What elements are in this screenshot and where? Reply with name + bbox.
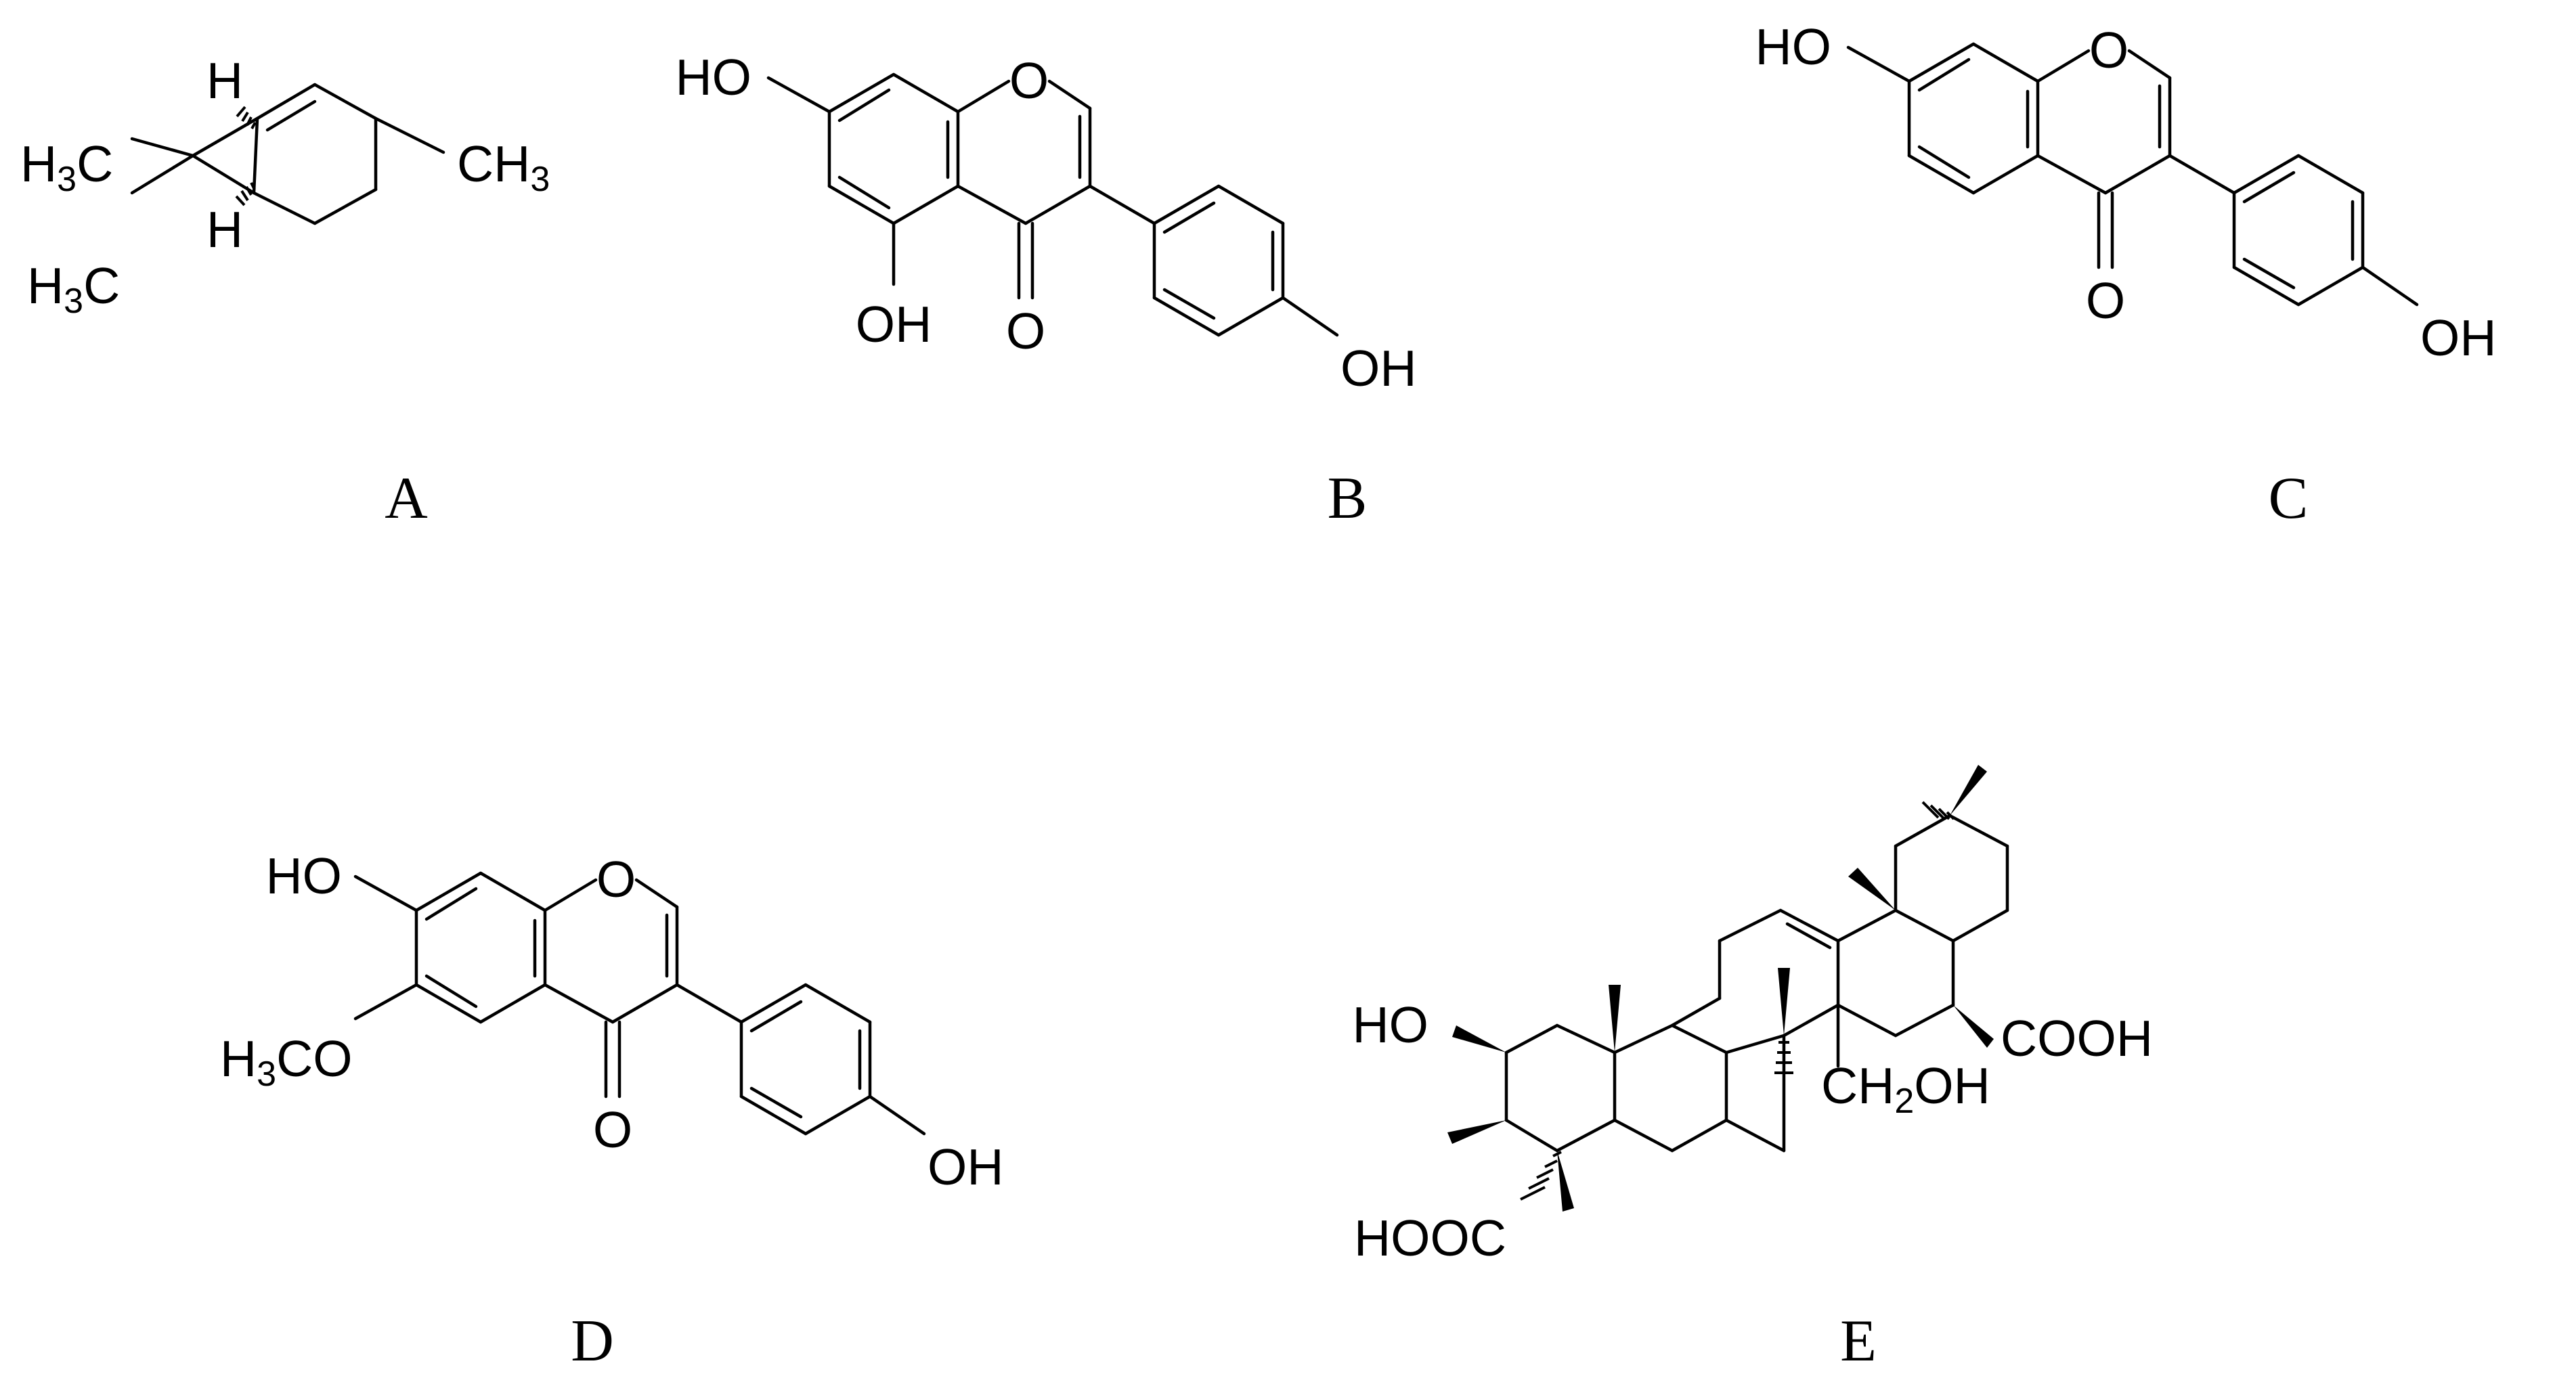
structure-c-hydroxyl-right: OH (2420, 309, 2497, 366)
structure-b: HO O OH O OH B (676, 49, 1417, 531)
structure-e-bonds (1504, 814, 2009, 1153)
structure-a-methyl-left-top: H3C (20, 135, 113, 199)
structure-a-h-bottom: H (206, 201, 243, 258)
structure-e-acid-left: HOOC (1354, 1210, 1506, 1266)
caption-c: C (2269, 466, 2309, 531)
structure-e-hydroxymethyl: CH2OH (1821, 1057, 1990, 1121)
caption-d: D (571, 1308, 614, 1374)
structure-a-bonds (130, 83, 445, 225)
structure-e-hydroxyl: HO (1353, 996, 1429, 1053)
structure-b-hydroxyl-bottom: OH (856, 296, 932, 353)
structure-d-bonds (353, 871, 926, 1136)
structure-a-methyl-left-bottom: H3C (27, 257, 120, 321)
structure-d-hydroxyl-left: HO (266, 847, 343, 904)
structure-c-hydroxyl-left: HO (1755, 18, 1832, 75)
structure-b-hydroxyl-right: OH (1340, 340, 1417, 397)
structure-e: HO COOH CH2OH HOOC E (1353, 765, 2153, 1374)
structure-b-carbonyl-oxygen: O (1006, 303, 1045, 359)
structure-d: HO O H3CO O OH D (220, 847, 1004, 1374)
structure-a-h-top: H (206, 52, 243, 109)
structure-b-ring-oxygen: O (1009, 52, 1049, 109)
structure-c-ring-oxygen: O (2089, 22, 2129, 79)
structure-c-carbonyl-oxygen: O (2086, 272, 2125, 329)
structure-b-hydroxyl-left: HO (676, 49, 752, 106)
caption-e: E (1840, 1308, 1877, 1374)
structure-a-stereo-bonds (235, 106, 257, 206)
structure-e-stereo-bonds (1447, 765, 1994, 1212)
structure-d-ring-oxygen: O (596, 851, 636, 908)
structure-c: HO O O OH C (1755, 18, 2497, 531)
structure-a-methyl-right: CH3 (457, 135, 550, 199)
structure-d-methoxy: H3CO (220, 1030, 353, 1094)
caption-b: B (1328, 466, 1368, 531)
structure-b-bonds (766, 72, 1339, 337)
structure-e-acid-right: COOH (2001, 1010, 2153, 1067)
structure-a: H H H3C H3C CH3 A (20, 52, 550, 531)
structure-d-carbonyl-oxygen: O (593, 1101, 632, 1158)
structure-c-bonds (1846, 42, 2419, 307)
structure-d-hydroxyl-right: OH (927, 1138, 1004, 1195)
caption-a: A (385, 466, 428, 531)
